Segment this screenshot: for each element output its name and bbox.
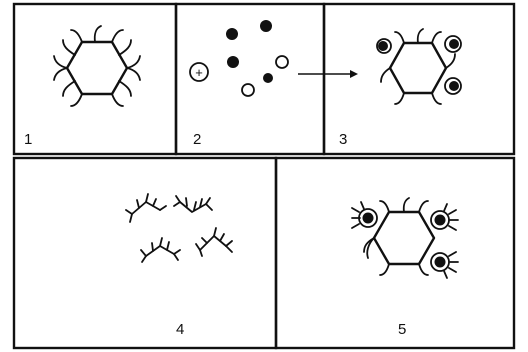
panel-4-frame: [14, 158, 276, 348]
bound-particle: [363, 213, 374, 224]
bound-particle: [435, 215, 446, 226]
panel-5-bound-molecule: [352, 198, 458, 278]
panel-5-number: 5: [398, 321, 406, 338]
fragment: [126, 194, 166, 222]
panel-3-frame: [324, 4, 514, 154]
bound-particle: [378, 41, 388, 51]
dark-particle: [263, 73, 273, 83]
bound-particles: [377, 36, 461, 94]
panel-3-bound-molecule: [377, 29, 461, 104]
fragment: [141, 238, 180, 262]
panel-4-number: 4: [176, 321, 184, 338]
hexagon-ring: [67, 42, 127, 94]
panel-1-hexagon-molecule: [54, 26, 140, 106]
fragment: [196, 228, 232, 256]
light-particle: [276, 56, 288, 68]
panel-3-number: 3: [339, 131, 347, 148]
bound-particle: [435, 257, 446, 268]
dark-particle: [260, 20, 272, 32]
bound-particle: [449, 39, 459, 49]
panel-1-frame: [14, 4, 176, 154]
panel-4-fragments: [126, 194, 232, 262]
fragment: [174, 196, 212, 212]
dark-particle: [227, 56, 239, 68]
panel-2-particles: +: [190, 20, 288, 96]
panel-1-number: 1: [24, 131, 32, 148]
panel-2-number: 2: [193, 131, 201, 148]
bound-particle: [449, 81, 459, 91]
dark-particle: [226, 28, 238, 40]
panel-5-frame: [276, 158, 514, 348]
process-arrow: [298, 70, 358, 78]
light-particle: [242, 84, 254, 96]
hexagon-ring: [374, 212, 434, 264]
positive-ion-symbol: +: [195, 65, 203, 80]
hexagon-ring: [390, 43, 446, 93]
